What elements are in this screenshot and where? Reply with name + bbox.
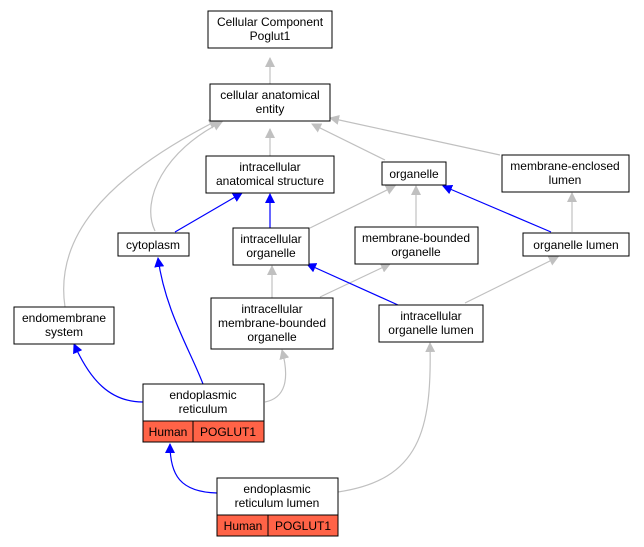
edge-cytoplasm-to-cae [150, 121, 223, 232]
edge-organelle-to-cae [311, 123, 386, 161]
node-cytoplasm[interactable]: cytoplasm [117, 232, 190, 257]
edge-iol-to-ol [464, 256, 559, 304]
edge-ol-to-organelle [442, 184, 552, 233]
edge-imbo-to-mbo [319, 263, 391, 298]
edge-endo-to-cae [63, 119, 219, 308]
annotation-gene: POGLUT1 [275, 519, 331, 533]
annotation-gene-cell [192, 420, 265, 443]
node-label: organelle lumen [533, 238, 618, 252]
edge-iol-to-io [306, 263, 399, 306]
edge-io-to-organelle [309, 185, 396, 229]
node-organelle-lumen[interactable]: organelle lumen [522, 232, 630, 257]
edge-er-to-imbo [264, 349, 290, 403]
node-label: organelle [389, 167, 439, 181]
node-label: cytoplasm [126, 238, 180, 252]
edge-mel-to-cae [329, 115, 501, 156]
annotation-species: Human [224, 519, 263, 533]
edges [63, 57, 577, 494]
edge-erl-to-er [165, 443, 218, 494]
edge-er-to-endo [73, 343, 144, 403]
annotation-gene-cell [267, 514, 339, 537]
edge-erl-to-iol [337, 342, 436, 493]
annotation-gene: POGLUT1 [200, 425, 256, 439]
node-organelle[interactable]: organelle [381, 161, 447, 186]
annotation-row-er: Human POGLUT1 [142, 420, 265, 443]
annotation-row-erl: Human POGLUT1 [216, 514, 339, 537]
annotation-species: Human [149, 425, 188, 439]
edge-cytoplasm-to-ias [174, 192, 243, 233]
edge-er-to-cytoplasm [154, 257, 204, 385]
